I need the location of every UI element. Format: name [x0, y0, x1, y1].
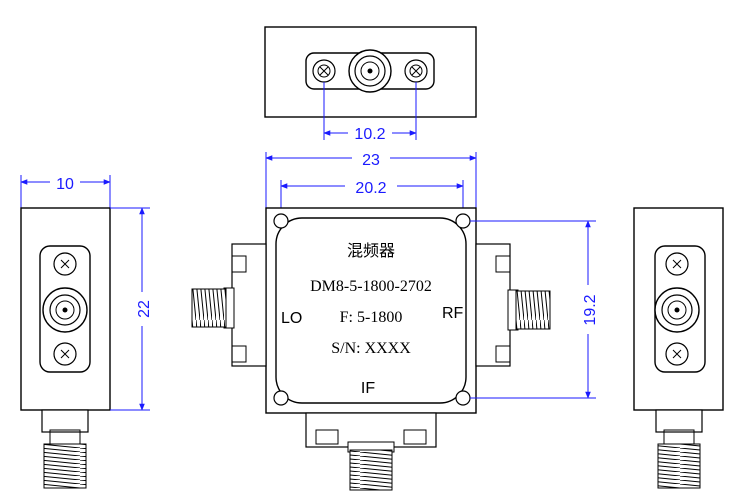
left-side-view: 10 22	[20, 175, 153, 489]
lo-flange	[231, 243, 267, 367]
front-lid	[275, 217, 467, 404]
device-model: DM8-5-1800-2702	[310, 278, 432, 295]
port-rf-label: RF	[442, 305, 464, 322]
rf-sma-thread-icon	[515, 290, 551, 330]
if-sma-thread-icon	[349, 449, 393, 491]
right-side-view	[633, 207, 724, 489]
dim-top-spacing: 10.2	[354, 126, 385, 143]
mount-hole-icon	[273, 390, 289, 406]
lo-sma-thread-icon	[191, 288, 227, 328]
sma-thread-icon	[43, 443, 87, 489]
port-lo-label: LO	[281, 310, 302, 327]
front-view: 23 20.2 混频器 DM8-5-1800-	[191, 152, 599, 491]
device-frequency: F: 5-1800	[340, 309, 403, 326]
dim-hole-spacing: 20.2	[355, 180, 386, 197]
dim-overall-width: 23	[362, 152, 380, 169]
top-view-housing	[264, 26, 477, 118]
rf-flange	[475, 243, 511, 367]
device-name: 混频器	[347, 242, 395, 260]
mount-hole-icon	[273, 213, 289, 229]
device-serial: S/N: XXXX	[331, 340, 411, 357]
dim-side-height: 22	[136, 300, 153, 318]
dim-hole-vertical: 19.2	[582, 294, 599, 325]
port-if-label: IF	[361, 380, 375, 397]
sma-thread-icon	[657, 443, 701, 489]
dim-side-width: 10	[56, 176, 74, 193]
top-view: 10.2	[264, 26, 477, 143]
mount-hole-icon	[455, 213, 471, 229]
mount-hole-icon	[455, 390, 471, 406]
